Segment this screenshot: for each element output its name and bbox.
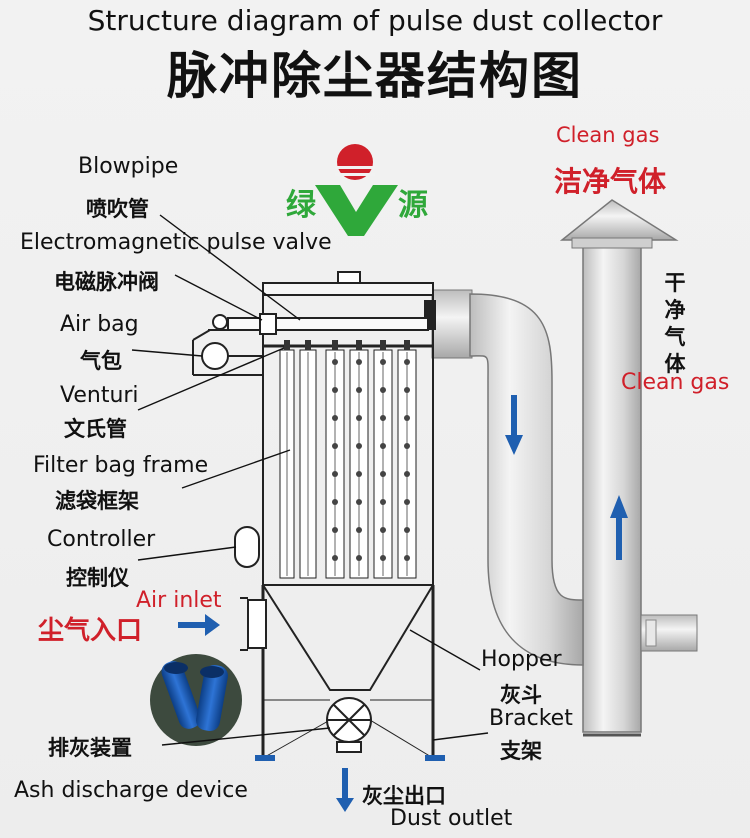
ash-device-photo (150, 654, 242, 746)
bag-ring (404, 471, 410, 477)
label-pulse-valve-zh: 电磁脉冲阀 (54, 270, 159, 294)
label-clean-gas-top-zh: 洁净气体 (554, 165, 667, 198)
leg-foot (425, 755, 445, 761)
bag-ring (356, 387, 362, 393)
clean-gas-stack (559, 199, 698, 737)
air-inlet-flange (240, 597, 267, 651)
bag-ring (380, 359, 386, 365)
logo-right-char: 源 (398, 188, 428, 223)
leg-foot (255, 755, 275, 761)
label-hopper-zh: 灰斗 (500, 683, 542, 707)
outlet-duct (424, 289, 584, 666)
bag-ring (356, 499, 362, 505)
label-air-bag-zh: 气包 (80, 349, 122, 373)
venturi-nozzles (284, 340, 410, 350)
bag-ring (380, 415, 386, 421)
bag-ring (380, 527, 386, 533)
air-inlet-arrow (178, 614, 220, 636)
stack-up-arrow (610, 495, 628, 560)
label-air-inlet-zh: 尘气入口 (38, 616, 143, 646)
label-filter-frame-zh: 滤袋框架 (55, 489, 139, 513)
bag-ring (332, 527, 338, 533)
brand-logo (315, 144, 398, 236)
bag-ring (404, 527, 410, 533)
bag-ring (404, 443, 410, 449)
flow-arrows (178, 395, 628, 812)
filter-bags (279, 349, 417, 579)
label-dust-outlet-zh: 灰尘出口 (362, 784, 446, 808)
bag-ring (332, 415, 338, 421)
label-pulse-valve-en: Electromagnetic pulse valve (20, 230, 332, 255)
bag-ring (380, 387, 386, 393)
label-bracket-en: Bracket (489, 706, 573, 731)
duct-down-arrow (505, 395, 523, 455)
label-ash-device-en: Ash discharge device (14, 778, 248, 803)
label-dust-outlet-en: Dust outlet (390, 806, 513, 831)
controller-box (234, 526, 260, 568)
blowpipe-assembly (192, 313, 429, 376)
bag-ring (356, 443, 362, 449)
bag-ring (380, 471, 386, 477)
label-controller-zh: 控制仪 (66, 566, 129, 590)
filter-bag-rings (332, 359, 410, 561)
dust-outlet-arrow (336, 768, 354, 812)
label-ash-device-zh: 排灰装置 (48, 736, 132, 760)
label-air-bag-en: Air bag (60, 312, 139, 337)
bag-ring (380, 555, 386, 561)
bag-ring (380, 499, 386, 505)
bag-ring (332, 359, 338, 365)
bag-ring (404, 555, 410, 561)
title-chinese: 脉冲除尘器结构图 (167, 47, 583, 105)
label-air-inlet-en: Air inlet (136, 588, 222, 613)
label-clean-gas-side-en: Clean gas (621, 370, 730, 395)
label-blowpipe-en: Blowpipe (78, 154, 179, 179)
bag-ring (404, 387, 410, 393)
bag-ring (332, 555, 338, 561)
bag-ring (332, 387, 338, 393)
bag-ring (356, 415, 362, 421)
bag-ring (332, 443, 338, 449)
bag-ring (332, 471, 338, 477)
label-venturi-en: Venturi (60, 383, 139, 408)
bag-ring (404, 499, 410, 505)
bag-ring (356, 555, 362, 561)
bag-ring (356, 359, 362, 365)
ash-discharge-valve (326, 697, 372, 753)
bag-ring (380, 443, 386, 449)
bag-ring (404, 415, 410, 421)
label-clean-gas-top-en: Clean gas (556, 123, 660, 147)
label-hopper-en: Hopper (481, 647, 562, 672)
leader-lines (131, 214, 489, 746)
label-clean-gas-side-zh: 干净气体 (664, 271, 686, 376)
label-venturi-zh: 文氏管 (64, 417, 127, 441)
label-blowpipe-zh: 喷吹管 (86, 197, 149, 221)
bag-ring (356, 527, 362, 533)
bag-ring (404, 359, 410, 365)
bag-ring (332, 499, 338, 505)
label-bracket-zh: 支架 (500, 739, 542, 763)
logo-left-char: 绿 (286, 188, 316, 223)
title-english: Structure diagram of pulse dust collecto… (87, 4, 663, 37)
bag-ring (356, 471, 362, 477)
label-filter-frame-en: Filter bag frame (33, 453, 209, 478)
label-controller-en: Controller (47, 527, 156, 552)
